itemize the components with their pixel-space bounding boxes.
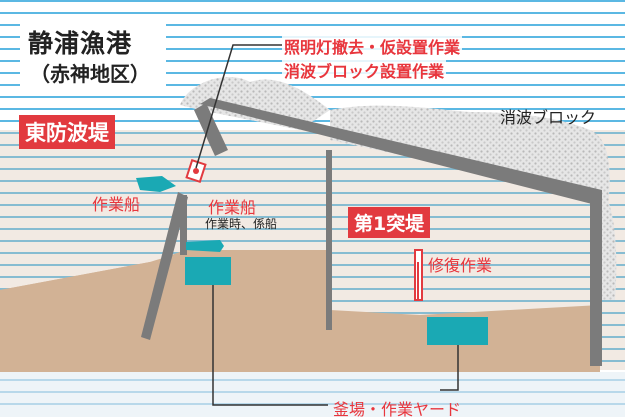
wave-blocks-label: 消波ブロック	[500, 108, 597, 127]
wave-block-zone-top	[180, 76, 330, 130]
main-breakwater	[200, 98, 602, 206]
callout-blocks-install: 消波ブロック設置作業	[282, 58, 447, 82]
lower-sea	[0, 372, 625, 417]
boat-mid-label: 作業船	[208, 198, 257, 217]
repair-label: 修復作業	[428, 256, 493, 275]
callout-lighting: 照明灯撤去・仮設置作業	[282, 34, 463, 58]
page-title: 静浦漁港	[28, 29, 133, 58]
wave-block-zone-right	[330, 105, 610, 240]
boat-left-label: 作業船	[92, 195, 141, 214]
page-subtitle: （赤神地区）	[30, 62, 150, 86]
yard-label: 釜場・作業ヤード	[333, 400, 462, 417]
lower-sea-lines	[0, 379, 625, 405]
light-marker-dot	[193, 168, 199, 174]
boat-mid-note: 作業時、係船	[205, 217, 278, 231]
east-breakwater	[141, 192, 188, 340]
first-jetty-label: 第1突堤	[348, 207, 431, 238]
land-slope	[0, 252, 180, 372]
boat-icon	[136, 176, 176, 192]
boat-icon-mid	[186, 240, 224, 252]
inner-jetty	[180, 195, 187, 255]
right-wall	[590, 196, 602, 366]
title-box	[20, 18, 166, 88]
yard-block-right	[427, 317, 488, 345]
first-jetty-line	[326, 150, 332, 330]
east-breakwater-head	[194, 103, 228, 156]
east-breakwater-label: 東防波堤	[19, 115, 115, 149]
yard-block-left	[185, 257, 231, 285]
breakwater-structure	[141, 98, 602, 366]
leader-lines	[195, 44, 459, 406]
